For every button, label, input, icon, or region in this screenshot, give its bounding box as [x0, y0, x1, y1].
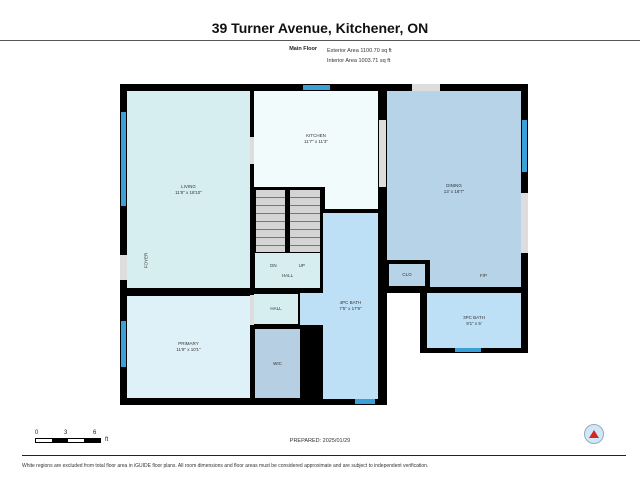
- window: [455, 348, 481, 352]
- page-title: 39 Turner Avenue, Kitchener, ON: [211, 20, 429, 36]
- room-dims: 11'7" x 11'3": [303, 139, 328, 144]
- room-hall-lower: HALL: [254, 294, 298, 324]
- exterior-area: Exterior Area 1100.70 sq ft: [327, 48, 392, 54]
- door-opening: [521, 193, 528, 253]
- fireplace-label: F/P: [480, 273, 488, 278]
- room-name: PRIMARY: [178, 341, 199, 346]
- stairs-up: [290, 190, 320, 252]
- room-name: CLO: [402, 272, 412, 277]
- room-4pc-bath: 4PC BATH 7'5" x 17'9": [323, 213, 378, 399]
- stairs-down: [256, 190, 285, 252]
- footer-divider: [22, 455, 626, 456]
- room-dims: 11'9" x 10'1": [176, 347, 201, 352]
- window: [522, 120, 527, 172]
- opening: [250, 137, 254, 164]
- room-wic: WIC: [255, 329, 300, 398]
- scale-bar: 0 3 6 ft: [35, 430, 108, 443]
- room-name: HALL: [281, 272, 294, 278]
- front-door[interactable]: [120, 255, 127, 280]
- room-hall-upper: DN UP HALL: [255, 253, 320, 288]
- room-name: HALL: [270, 306, 282, 311]
- stair-up-label: UP: [298, 262, 305, 268]
- bath-alcove: [300, 293, 324, 325]
- north-arrow-icon: [584, 424, 604, 444]
- kitchen-extension: [325, 187, 378, 209]
- room-dims: 11'8" x 18'10": [175, 189, 202, 195]
- room-dims: 9'1" x 5': [466, 320, 482, 326]
- scale-label: 6: [93, 430, 97, 436]
- room-dims: 7'5" x 17'9": [339, 306, 362, 311]
- window: [355, 399, 375, 404]
- room-kitchen: KITCHEN 11'7" x 11'3": [254, 91, 378, 187]
- stair-down-label: DN: [270, 262, 277, 268]
- floor-name: Main Floor: [289, 46, 317, 52]
- window: [121, 321, 126, 367]
- door-opening: [412, 84, 440, 91]
- room-name: WIC: [273, 360, 282, 366]
- disclaimer: White regions are excluded from total fl…: [22, 463, 429, 469]
- room-primary: PRIMARY 11'9" x 10'1": [127, 296, 250, 398]
- scale-label: 3: [64, 430, 68, 436]
- room-name: KITCHEN: [306, 133, 326, 138]
- room-name: 4PC BATH: [339, 300, 362, 305]
- area-info: Exterior Area 1100.70 sq ft Interior Are…: [327, 46, 392, 66]
- room-clo: CLO: [389, 264, 425, 286]
- room-name: DINING: [446, 183, 462, 188]
- door-opening[interactable]: [250, 295, 254, 325]
- room-name: 3PC BATH: [463, 314, 485, 320]
- opening: [379, 120, 386, 187]
- scale-label: 0: [35, 430, 39, 436]
- prepared-date: PREPARED: 2025/01/29: [289, 438, 351, 444]
- room-dining: DINING 13' x 18'7": [387, 91, 521, 287]
- room-name: LIVING: [181, 183, 196, 189]
- foyer-label: FOYER: [143, 252, 149, 269]
- room-3pc-bath: 3PC BATH 9'1" x 5': [427, 293, 521, 348]
- room-living: LIVING 11'8" x 18'10": [127, 91, 250, 288]
- window: [303, 85, 330, 90]
- room-dims: 13' x 18'7": [443, 189, 465, 194]
- divider: [0, 40, 640, 41]
- window: [121, 112, 126, 206]
- scale-unit: ft: [105, 437, 109, 443]
- interior-area: Interior Area 1003.71 sq ft: [327, 58, 391, 64]
